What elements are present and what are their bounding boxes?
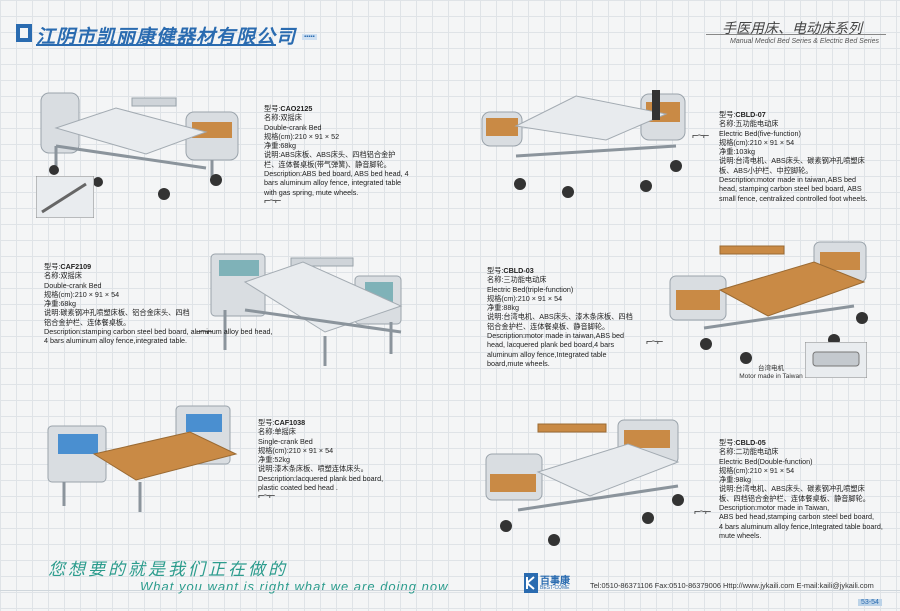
spec-name-cn: 名称:二功能电动床 bbox=[719, 447, 779, 457]
spec-name-cn: 名称:单摇床 bbox=[258, 427, 296, 437]
spec-size: 规格(cm):210 × 91 × 54 bbox=[719, 465, 795, 475]
spec-desc-en: Description:ABS bed board, ABS bed head,… bbox=[264, 169, 409, 197]
spec-desc-en: Description:motor made in taiwan,ABS bed… bbox=[719, 175, 868, 203]
spec-model-line: 型号:CAF1038 bbox=[258, 418, 306, 427]
motor-caption-en: Motor made in Taiwan bbox=[739, 373, 803, 380]
spec-name-en: Single-crank Bed bbox=[258, 436, 313, 446]
spec-weight: 净重:52kg bbox=[258, 455, 290, 465]
spec-desc-cn: 说明:台湾电机、ABS床头、碳素钢冲孔喷塑床板、四档铝合金护栏、连体餐桌板、静音… bbox=[719, 484, 870, 503]
spec-weight: 净重:103kg bbox=[719, 147, 755, 157]
footer-divider bbox=[0, 590, 900, 591]
bed-image-caf1038 bbox=[47, 405, 238, 512]
series-title-en: Manual Medicl Bed Series & Electric Bed … bbox=[730, 38, 880, 45]
spec-caf2109: 型号:CAF2109 名称:双摇床 Double-crank Bed 规格(cm… bbox=[44, 262, 273, 346]
spec-cao2125: 型号:CAO2125 名称:双摇床 Double-crank Bed 规格(cm… bbox=[264, 104, 409, 207]
spec-desc-en: Description:stamping carbon steel bed bo… bbox=[44, 327, 273, 337]
spec-caf1038: 型号:CAF1038 名称:单摇床 Single-crank Bed 规格(cm… bbox=[258, 418, 388, 502]
spec-size: 规格(cm):210 × 91 × 54 bbox=[487, 293, 563, 303]
spec-model-line: 型号:CAF2109 bbox=[44, 262, 92, 271]
motor-photo bbox=[805, 342, 867, 378]
brand-logo: 百事康 BEST-COME bbox=[524, 572, 576, 594]
spec-cbld-05: 型号:CBLD-05 名称:二功能电动床 Electric Bed(Double… bbox=[719, 438, 883, 540]
brand-mark bbox=[14, 22, 34, 44]
spec-size: 规格(cm):210 × 91 × 54 bbox=[44, 289, 120, 299]
company-tag: ▪▪▪▪▪ bbox=[302, 34, 317, 40]
spec-weight: 净重:68kg bbox=[264, 141, 296, 151]
signature-mark: ⌐~⌐ bbox=[196, 326, 213, 338]
spec-desc-en-3: 4 bars aluminum alloy fence,Integrated t… bbox=[719, 521, 883, 531]
spec-desc-en: Description:motor made in taiwan,ABS bed… bbox=[487, 331, 625, 368]
series-title-cn: 手医用床、电动床系列 bbox=[722, 20, 862, 36]
spec-weight: 净重:68kg bbox=[44, 299, 76, 309]
contact-info: Tel:0510-86371106 Fax:0510-86379006 Http… bbox=[590, 581, 874, 590]
spec-name-en: Electric Bed(five-function) bbox=[719, 128, 801, 138]
spec-name-en: Double-crank Bed bbox=[264, 122, 322, 132]
bed-image-cao2125 bbox=[40, 92, 239, 200]
signature-mark: ⌐~⌐ bbox=[646, 336, 663, 348]
slogan-en: What you want is right what we are doing… bbox=[140, 579, 449, 594]
signature-mark: ⌐~⌐ bbox=[692, 130, 709, 142]
bed-image-cbld-03 bbox=[669, 241, 868, 364]
spec-model-line: 型号:CBLD-03 bbox=[487, 266, 534, 275]
spec-desc-en-2: ABS bed head,stamping carbon steel bed b… bbox=[719, 512, 875, 522]
spec-model-line: 型号:CBLD-05 bbox=[719, 438, 766, 447]
signature-mark: ⌐~⌐ bbox=[264, 194, 281, 207]
spec-desc-en-2: 4 bars aluminum alloy fence,integrated t… bbox=[44, 336, 188, 346]
spec-weight: 净重:88kg bbox=[487, 303, 519, 313]
spec-name-cn: 名称:双摇床 bbox=[264, 113, 302, 123]
spec-desc-en: Description:lacquered plank bed board, p… bbox=[258, 473, 384, 493]
spec-weight: 净重:98kg bbox=[719, 475, 751, 485]
spec-desc-cn: 说明:碳素钢冲孔喷塑床板、铝合金床头、四档铝合金护栏、连体餐桌板。 bbox=[44, 308, 190, 327]
spec-name-cn: 名称:三功能电动床 bbox=[487, 275, 547, 285]
slogan-cn: 您想要的就是我们正在做的 bbox=[48, 560, 288, 579]
spec-size: 规格(cm):210 × 91 × 54 bbox=[258, 445, 334, 455]
spec-name-cn: 名称:双摇床 bbox=[44, 271, 82, 281]
page-number: 53-54 bbox=[858, 599, 882, 606]
spec-desc-cn: 说明:台湾电机、ABS床头、漆木条床板、四档铝合金护栏、连体餐桌板、静音脚轮。 bbox=[487, 312, 633, 331]
signature-mark: ⌐~⌐ bbox=[258, 490, 275, 503]
logo-text-cn: 百事康 bbox=[540, 576, 570, 587]
spec-model-line: 型号:CBLD-07 bbox=[719, 110, 766, 119]
spec-name-en: Electric Bed(triple-function) bbox=[487, 284, 574, 294]
motor-caption-cn: 台湾电机 bbox=[758, 365, 784, 372]
spec-desc-en: Description:motor made in Taiwan, bbox=[719, 503, 830, 513]
series-divider bbox=[706, 34, 886, 35]
logo-text-en: BEST-COME bbox=[540, 585, 570, 591]
spec-name-en: Electric Bed(Double-function) bbox=[719, 456, 813, 466]
spec-desc-cn: 说明:ABS床板、ABS床头、四档铝合金护栏、连体餐桌板(带气弹簧)、静音脚轮。 bbox=[264, 150, 396, 169]
spec-name-cn: 名称:五功能电动床 bbox=[719, 119, 779, 129]
signature-mark: ⌐~⌐ bbox=[694, 506, 711, 518]
bed-image-cbld-05 bbox=[485, 419, 684, 546]
spec-model-line: 型号:CAO2125 bbox=[264, 104, 313, 113]
spec-cbld-07: 型号:CBLD-07 名称:五功能电动床 Electric Bed(five-f… bbox=[719, 110, 869, 203]
detail-photo-gas-spring bbox=[36, 176, 94, 218]
spec-size: 规格(cm):210 × 91 × 54 bbox=[719, 137, 795, 147]
spec-desc-cn: 说明:台湾电机、ABS床头、碳素钢冲孔喷塑床板、ABS小护栏、中控脚轮。 bbox=[719, 156, 865, 175]
spec-cbld-03: 型号:CBLD-03 名称:三功能电动床 Electric Bed(triple… bbox=[487, 266, 639, 368]
spec-name-en: Double-crank Bed bbox=[44, 280, 102, 290]
company-name: 江阴市凯丽康健器材有限公司 bbox=[36, 27, 297, 48]
spec-desc-en-4: mute wheels. bbox=[719, 530, 762, 540]
header-underline bbox=[36, 44, 276, 46]
spec-desc-cn: 说明:漆木条床板、喷塑连体床头。 bbox=[258, 464, 368, 474]
spec-size: 规格(cm):210 × 91 × 52 bbox=[264, 131, 340, 141]
motor-caption: 台湾电机 Motor made in Taiwan bbox=[736, 365, 806, 381]
bed-image-cbld-07 bbox=[481, 90, 686, 198]
bed-image-caf2109 bbox=[210, 253, 403, 366]
